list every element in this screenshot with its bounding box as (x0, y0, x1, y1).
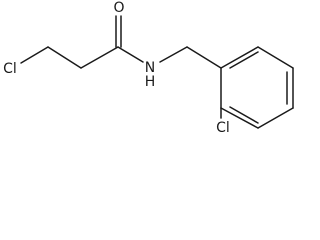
atom-cl-left: Cl (3, 61, 17, 77)
bond-ch2-ring (186, 46, 222, 69)
ring-bond-1 (220, 46, 259, 69)
atom-h: H (145, 74, 156, 90)
ring-double-3 (229, 106, 259, 124)
ring-double-1 (229, 51, 259, 69)
atom-cl-ring: Cl (216, 120, 230, 136)
atom-o: O (113, 0, 124, 16)
structure-diagram: Cl O N H Cl (3, 0, 294, 136)
ring-bond-2 (257, 46, 294, 69)
bond-c3-n (117, 46, 144, 63)
ring-bond-4 (257, 107, 294, 129)
bond-n-ch2 (159, 46, 188, 63)
ring-bond-5 (220, 107, 259, 129)
bond-cl-c1 (20, 46, 49, 64)
atom-n: N (145, 60, 155, 76)
bond-c2-c3 (80, 46, 119, 69)
bond-c1-c2 (47, 46, 82, 69)
